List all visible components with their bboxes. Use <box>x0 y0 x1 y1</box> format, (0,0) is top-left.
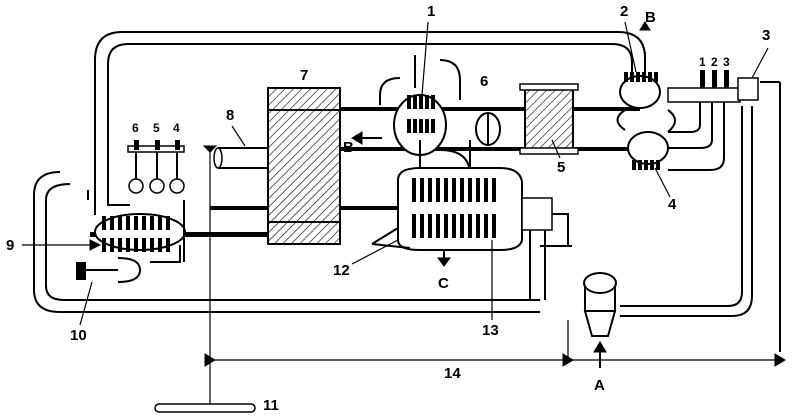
label-6: 6 <box>480 73 488 90</box>
label-13: 13 <box>482 322 499 339</box>
label-14: 14 <box>444 365 461 382</box>
valve-a <box>583 272 617 368</box>
label-right-1: 1 <box>699 55 706 69</box>
label-a: A <box>594 377 605 394</box>
coupling-6 <box>475 112 501 146</box>
label-3: 3 <box>762 27 770 44</box>
label-5: 5 <box>557 159 565 176</box>
label-b-top: B <box>645 9 656 26</box>
label-c: C <box>438 275 449 292</box>
label-7: 7 <box>300 67 308 84</box>
unit-2 <box>619 52 661 109</box>
label-left-6: 6 <box>132 121 139 135</box>
label-right-3: 3 <box>723 55 730 69</box>
label-left-4: 4 <box>173 121 180 135</box>
label-4-right: 4 <box>668 196 677 213</box>
label-8: 8 <box>226 107 234 124</box>
pipe-8 <box>213 147 268 169</box>
compressor-12-13 <box>371 140 572 300</box>
label-right-2: 2 <box>711 55 718 69</box>
turbine-1 <box>379 55 471 176</box>
label-12: 12 <box>333 262 350 279</box>
label-2: 2 <box>620 3 628 20</box>
labels: 1 2 B 3 4 5 6 7 8 9 10 11 12 13 14 B C A… <box>6 3 770 414</box>
label-b-left: B <box>343 139 354 156</box>
label-left-5: 5 <box>153 121 160 135</box>
control-group-right <box>667 70 759 171</box>
label-11: 11 <box>263 397 279 414</box>
unit-5 <box>519 83 579 155</box>
outer-pipelines <box>33 31 781 352</box>
unit-4 <box>616 109 676 170</box>
unit-7 <box>267 87 341 245</box>
line-11 <box>154 145 256 413</box>
label-10: 10 <box>70 327 87 344</box>
label-9: 9 <box>6 237 14 254</box>
label-1: 1 <box>427 3 435 20</box>
control-block-left <box>76 140 186 283</box>
